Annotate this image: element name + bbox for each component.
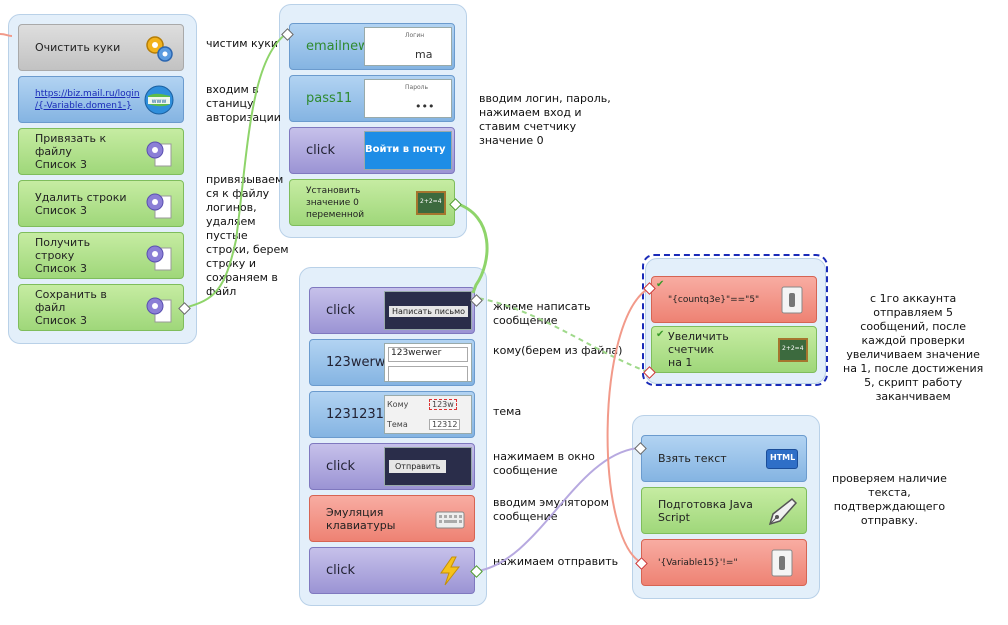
note-recipient: кому(берем из файла) (493, 344, 623, 357)
selection-dashed-box (642, 254, 828, 386)
navigate-url-block[interactable]: https://biz.mail.ru/login /{-Variable.do… (18, 76, 184, 123)
click-login-block[interactable]: click Войти в почту (289, 127, 455, 174)
note-subject: тема (493, 405, 522, 418)
block-label: click (326, 303, 356, 318)
thumb-button-text: Отправить (389, 460, 447, 473)
chalkboard-icon: 2+2=4 (416, 190, 446, 215)
block-label: 123werwer (326, 355, 399, 370)
block-label: click (326, 563, 356, 578)
screenshot-thumbnail: Отправить (384, 447, 472, 486)
svg-text:www: www (152, 98, 167, 105)
block-label: click (326, 459, 356, 474)
block-label: Установить значение 0 переменной (306, 185, 365, 220)
chalkboard-text: 2+2=4 (782, 344, 804, 352)
url-link: https://biz.mail.ru/login /{-Variable.do… (35, 88, 140, 111)
switch-icon (781, 286, 803, 313)
note-send: нажимаем отправить (493, 555, 619, 568)
block-label: emailnews (306, 39, 376, 54)
keyboard-icon (435, 511, 465, 528)
html-icon-text: HTML (770, 452, 796, 462)
thumb-value: 12312 (429, 419, 461, 430)
switch-icon (771, 549, 793, 576)
block-label: pass11 (306, 91, 353, 106)
block-label: Эмуляция клавиатуры (326, 505, 396, 532)
input-password-block[interactable]: pass11 Пароль ••• (289, 75, 455, 122)
condition-counter-block[interactable]: ✔ "{countq3e}"=="5" (651, 276, 817, 323)
thumb-value: ma (415, 48, 433, 61)
check-icon: ✔ (656, 329, 665, 340)
thumb-caption: Пароль (405, 84, 429, 91)
condition-text-block[interactable]: '{Variable15}'!=" (641, 539, 807, 586)
block-label: Подготовка Java Script (658, 497, 753, 524)
screenshot-thumbnail: Кому 123w Тема 12312 (384, 395, 472, 434)
set-variable-block[interactable]: Установить значение 0 переменной 2+2=4 (289, 179, 455, 226)
screenshot-thumbnail: Логин ma (364, 27, 452, 66)
note-compose: жмеме написать сообщение (493, 300, 591, 327)
gears-icon (146, 35, 173, 62)
get-line-block[interactable]: Получить строку Список 3 (18, 232, 184, 279)
thumb-value: 123w (429, 399, 457, 410)
note-message-window: нажимаем в окно сообщение (493, 450, 595, 477)
block-label: Увеличить счетчик на 1 (668, 330, 729, 369)
lightning-icon (440, 556, 461, 585)
thumb-button-text: Написать письмо (389, 306, 469, 317)
screenshot-thumbnail: Пароль ••• (364, 79, 452, 118)
prepare-javascript-block[interactable]: Подготовка Java Script (641, 487, 807, 534)
screenshot-thumbnail: 123werwer (384, 343, 472, 382)
chalkboard-icon: 2+2=4 (778, 337, 808, 362)
chalkboard-text: 2+2=4 (420, 197, 442, 205)
note-loop-explanation: с 1го аккаунта отправляем 5 сообщений, п… (843, 292, 984, 403)
gear-document-icon (146, 141, 172, 166)
check-icon: ✔ (656, 279, 665, 290)
note-text-check: проверяем наличие текста, подтверждающег… (832, 472, 947, 527)
block-label: 12312312 (326, 407, 393, 422)
note-login-password: вводим логин, пароль, нажимаем вход и ст… (479, 92, 611, 147)
thumb-value: 123werwer (388, 347, 468, 362)
block-label: "{countq3e}"=="5" (668, 294, 760, 305)
note-emulator: вводим эмулятором сообщение (493, 496, 609, 523)
www-globe-icon: www (144, 85, 174, 114)
click-message-area-block[interactable]: click Отправить (309, 443, 475, 490)
click-send-block[interactable]: click (309, 547, 475, 594)
thumb-value: ••• (415, 100, 435, 113)
gear-document-icon (146, 193, 172, 218)
screenshot-thumbnail: Войти в почту (364, 131, 452, 170)
click-compose-block[interactable]: click Написать письмо (309, 287, 475, 334)
html-icon: HTML (766, 448, 798, 469)
keyboard-emulation-block[interactable]: Эмуляция клавиатуры (309, 495, 475, 542)
note-clear-cookies: чистим куки (206, 37, 278, 50)
block-label: Удалить строки Список 3 (35, 190, 127, 217)
note-auth-page: входим в станицу авторизации (206, 83, 281, 124)
block-label: Привязать к файлу Список 3 (35, 132, 107, 171)
input-login-block[interactable]: emailnews Логин ma (289, 23, 455, 70)
pen-nib-icon (768, 497, 798, 525)
note-file-binding: привязываем ся к файлу логинов, удаляем … (206, 173, 289, 298)
block-label: Очистить куки (35, 41, 121, 54)
gear-document-icon (146, 245, 172, 270)
get-text-block[interactable]: Взять текст HTML (641, 435, 807, 482)
clear-cookies-block[interactable]: Очистить куки (18, 24, 184, 71)
input-subject-block[interactable]: 12312312 Кому 123w Тема 12312 (309, 391, 475, 438)
gear-document-icon (146, 297, 172, 322)
thumb-caption: Тема (387, 420, 408, 429)
thumb-empty-field (388, 366, 468, 381)
block-label: Взять текст (658, 452, 727, 465)
save-to-file-block[interactable]: Сохранить в файл Список 3 (18, 284, 184, 331)
screenshot-thumbnail: Написать письмо (384, 291, 472, 330)
input-recipient-block[interactable]: 123werwer 123werwer (309, 339, 475, 386)
block-label: click (306, 143, 336, 158)
increment-counter-block[interactable]: ✔ Увеличить счетчик на 1 2+2=4 (651, 326, 817, 373)
thumb-caption: Кому (387, 400, 409, 409)
block-label: '{Variable15}'!=" (658, 557, 738, 568)
bind-to-file-block[interactable]: Привязать к файлу Список 3 (18, 128, 184, 175)
delete-lines-block[interactable]: Удалить строки Список 3 (18, 180, 184, 227)
thumb-caption: Логин (405, 32, 425, 39)
block-label: Сохранить в файл Список 3 (35, 288, 107, 327)
block-label: Получить строку Список 3 (35, 236, 91, 275)
thumb-button-text: Войти в почту (365, 144, 446, 155)
